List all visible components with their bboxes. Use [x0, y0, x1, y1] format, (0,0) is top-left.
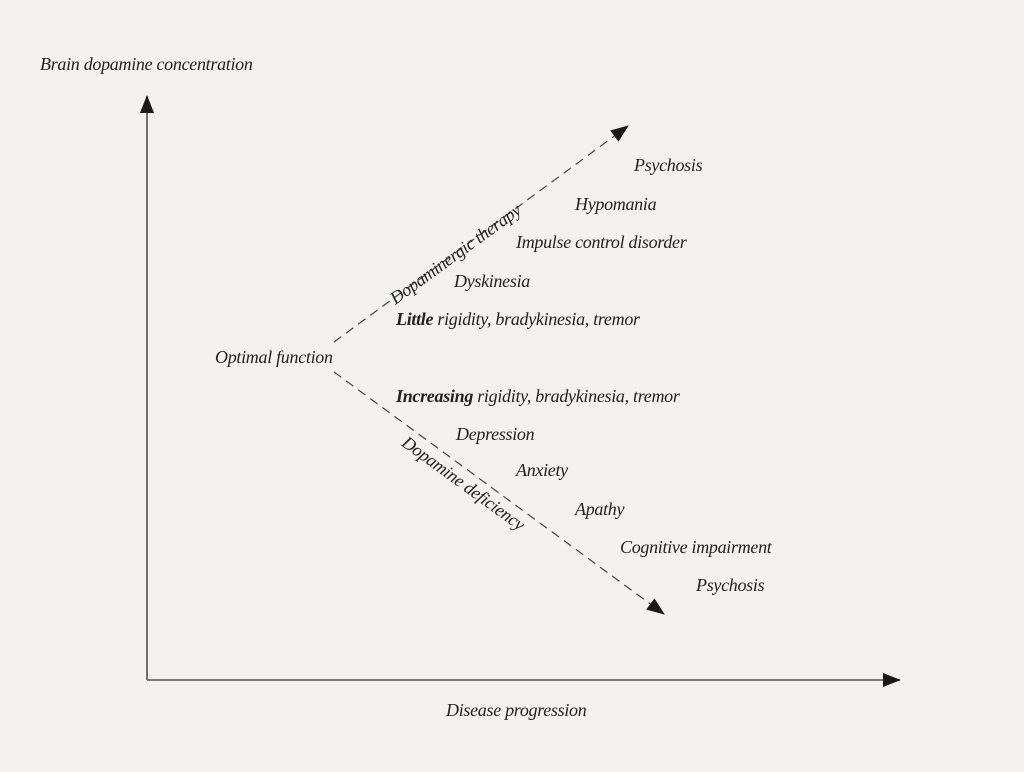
lower-item-bold: Increasing: [396, 386, 474, 406]
optimal-function-label: Optimal function: [215, 347, 333, 367]
upper-item-impulse-control: Impulse control disorder: [516, 232, 687, 252]
lower-item-apathy: Apathy: [575, 499, 625, 519]
lower-item-cognitive-impairment: Cognitive impairment: [620, 537, 772, 557]
lower-item-text: rigidity, bradykinesia, tremor: [473, 386, 680, 406]
upper-item-psychosis: Psychosis: [634, 155, 703, 175]
upper-branch-arrow: [333, 125, 629, 343]
lower-item-anxiety: Anxiety: [516, 460, 568, 480]
upper-item-hypomania: Hypomania: [575, 194, 657, 214]
upper-item-bold: Little: [396, 309, 434, 329]
lower-item-depression: Depression: [456, 424, 535, 444]
upper-item-text: rigidity, bradykinesia, tremor: [433, 309, 640, 329]
lower-item-psychosis: Psychosis: [696, 575, 765, 595]
upper-item-dyskinesia: Dyskinesia: [454, 271, 530, 291]
x-axis-label: Disease progression: [446, 700, 587, 720]
lower-branch-arrow: [333, 371, 665, 615]
lower-item-increasing-rigidity: Increasing rigidity, bradykinesia, tremo…: [396, 386, 680, 406]
upper-item-little-rigidity: Little rigidity, bradykinesia, tremor: [396, 309, 640, 329]
y-axis-label: Brain dopamine concentration: [40, 54, 253, 74]
